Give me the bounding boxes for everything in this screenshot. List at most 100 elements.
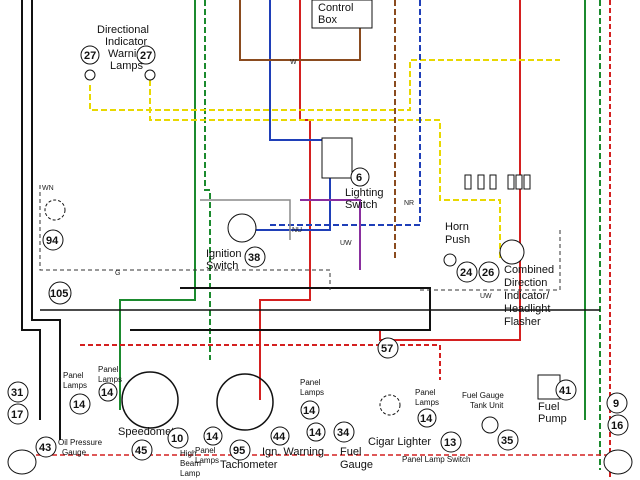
cigar-lighter: 57 Cigar Lighter: [368, 337, 431, 448]
wire-green-dash: [204, 0, 211, 360]
fuel-tank-label-2: Tank Unit: [470, 401, 504, 410]
wire-red-2: [379, 0, 521, 341]
combined-label-2: Direction: [504, 277, 547, 289]
wire-blue-1: [240, 0, 331, 231]
panel-lamps-label: Panel: [300, 378, 321, 387]
tacho-dial: [216, 373, 274, 431]
wire-black-left-2: [31, 0, 61, 440]
num-95: 95: [233, 445, 245, 457]
num-6: 6: [356, 172, 362, 184]
wire-black-bus: [130, 287, 431, 331]
num-35: 35: [501, 435, 513, 447]
fuel-tank-label-1: Fuel Gauge: [462, 391, 504, 400]
wire-dash-ctrl: [39, 185, 331, 290]
fuel-tank-unit: Fuel Gauge Tank Unit 35: [462, 391, 519, 451]
control-box-label: Control: [318, 2, 353, 14]
speedo-dial: [121, 371, 179, 429]
panel-lamp-switch: Panel Lamps 14 13 Panel Lamp Switch: [402, 388, 470, 464]
wire-yellow-1: [89, 59, 560, 111]
tachometer: 14 Panel Lamps 95 Tachometer 44 Ign. War…: [195, 373, 324, 471]
ignition-switch: Ignition Switch 38: [206, 213, 266, 272]
component-105: 105: [48, 281, 72, 305]
num-14: 14: [101, 387, 114, 399]
dir-label-1: Directional: [97, 24, 149, 36]
combined-label-5: Flasher: [504, 316, 541, 328]
panel-lamps-label: Panel: [63, 371, 84, 380]
horn-label-1: Horn: [445, 221, 469, 233]
fuse-block: [464, 174, 531, 190]
wire-red-1: [259, 0, 311, 400]
wire-red-panel: [80, 344, 441, 380]
wire-uw-label: UW: [340, 240, 352, 247]
num-13: 13: [444, 437, 456, 449]
num-9: 9: [613, 398, 619, 410]
wire-nr-label: NR: [404, 200, 414, 207]
wire-wn-label: WN: [42, 185, 54, 192]
fuel-label-2: Gauge: [340, 459, 373, 471]
lamp-icon: [84, 69, 96, 81]
wire-uw-label-2: UW: [480, 293, 492, 300]
num-57: 57: [381, 343, 393, 355]
panel-lamps-label-2: Lamps: [415, 398, 439, 407]
lighting-switch: 6 Lighting Switch: [321, 137, 384, 211]
wire-gray: [200, 199, 291, 240]
panel-lamps-label-2: Lamps: [98, 375, 122, 384]
panel-lamps-label-2: Lamps: [195, 456, 219, 465]
panel-lamps-label: Panel: [98, 365, 119, 374]
panel-lamps-label-2: Lamps: [63, 381, 87, 390]
speedo-label: Speedometer: [118, 426, 184, 438]
fuel-gauge: Panel Lamps 14 14 34 Fuel Gauge: [300, 378, 373, 471]
num-10: 10: [171, 433, 183, 445]
lighting-label-1: Lighting: [345, 187, 384, 199]
num-38: 38: [248, 252, 260, 264]
high-label-1: High: [180, 449, 196, 458]
lamp-icon: [144, 69, 156, 81]
horn-push: Horn Push 24 26: [443, 221, 500, 283]
control-box: Control Box: [311, 0, 373, 29]
high-label-3: Lamp: [180, 469, 201, 478]
gauge-31: 31 17: [7, 381, 37, 475]
oil-gauge: Panel Lamps 14 43 Oil Pressure Gauge: [35, 371, 103, 458]
control-box-label-2: Box: [318, 14, 337, 26]
panel-lamps-label: Panel: [415, 388, 436, 397]
num-27-left: 27: [84, 50, 96, 62]
ignition-label-1: Ignition: [206, 248, 241, 260]
lamp-icon: [603, 449, 633, 475]
ign-warning-label: Ign. Warning: [262, 446, 324, 458]
component-94: 94 WN: [42, 185, 66, 251]
fuel-label-1: Fuel: [340, 446, 361, 458]
panel-switch-label: Panel Lamp Switch: [402, 455, 470, 464]
num-45: 45: [135, 445, 147, 457]
num-27-right: 27: [140, 50, 152, 62]
wire-black-left: [21, 0, 41, 420]
wire-w-label: W: [290, 59, 297, 66]
tacho-label: Tachometer: [220, 459, 278, 471]
speedometer: Panel Lamps 14 Speedometer 45 10 High Be…: [98, 365, 201, 478]
wire-blue-2: [270, 0, 421, 226]
panel-lamps-label: Panel: [195, 446, 216, 455]
panel-lamps-label-2: Lamps: [300, 388, 324, 397]
fuel-pump-label-2: Pump: [538, 413, 567, 425]
directional-indicator: Directional Indicator Warning Lamps 27 2…: [80, 24, 156, 81]
combined-label-1: Combined: [504, 264, 554, 276]
num-31: 31: [11, 387, 23, 399]
num-14: 14: [206, 431, 219, 443]
dir-label-2: Indicator: [105, 36, 148, 48]
fuel-pump-label-1: Fuel: [538, 401, 559, 413]
num-16: 16: [611, 420, 623, 432]
num-105: 105: [50, 288, 68, 300]
num-43: 43: [39, 442, 51, 454]
num-14: 14: [309, 427, 322, 439]
fuel-pump: 41 Fuel Pump: [537, 374, 577, 425]
num-24: 24: [460, 267, 473, 279]
num-14: 14: [420, 413, 433, 425]
horn-label-2: Push: [445, 234, 470, 246]
wire-brown-1: [239, 0, 361, 61]
wire-dash-ctrl-2: [420, 230, 561, 291]
num-17: 17: [11, 409, 23, 421]
lighting-label-2: Switch: [345, 199, 377, 211]
wire-purple: [300, 199, 361, 270]
wire-green-1: [119, 0, 196, 410]
wire-nu-label: NU: [292, 227, 302, 234]
